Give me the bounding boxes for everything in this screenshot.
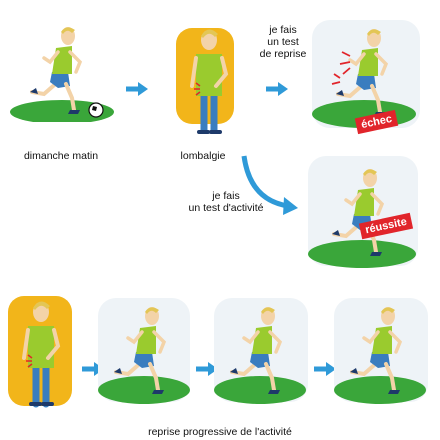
panel-success: réussite [302, 150, 426, 278]
label-sunday: dimanche matin [23, 150, 99, 162]
label-test-activite-line2: un test d'activité [188, 202, 264, 214]
label-progressive: reprise progressive de l'activité [148, 426, 292, 438]
panel-fail: échec [306, 16, 426, 138]
panel-progress-1 [94, 296, 194, 408]
panel-progress-2 [210, 296, 312, 408]
panel-sunday [8, 22, 114, 124]
arrow-right-icon [266, 82, 288, 96]
arrow-curved-icon [241, 155, 298, 215]
panel-progress-3 [330, 296, 432, 408]
label-test-reprise: je fais un test de reprise [250, 24, 316, 60]
label-test-activite: je fais un test d'activité [176, 190, 276, 214]
label-test-reprise-line3: de reprise [259, 48, 307, 60]
arrow-right-icon [126, 82, 148, 96]
label-test-reprise-line1: je fais [269, 24, 297, 36]
panel-lumbago-2 [6, 294, 76, 412]
label-test-reprise-line2: un test [267, 36, 299, 48]
label-lumbago: lombalgie [180, 150, 226, 162]
label-test-activite-line1: je fais [212, 190, 240, 202]
panel-lumbago [172, 22, 248, 134]
arrow-right-icon [314, 362, 336, 376]
arrow-right-icon [196, 362, 218, 376]
